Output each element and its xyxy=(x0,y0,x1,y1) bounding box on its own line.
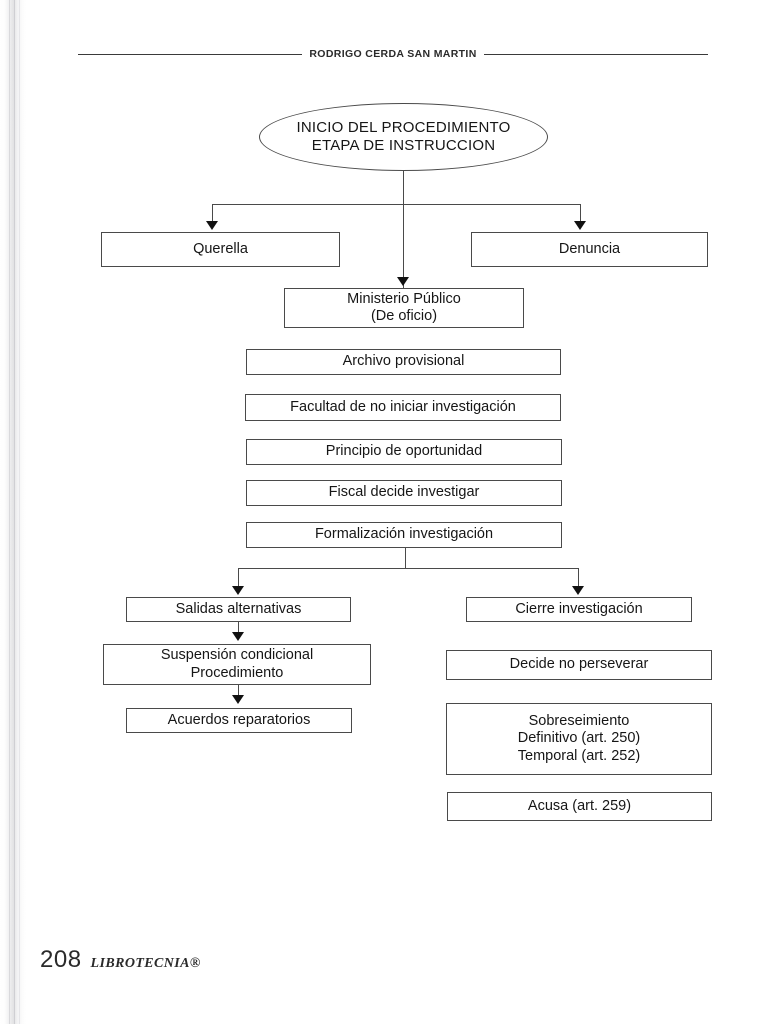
arrowhead-salidas-alternativas xyxy=(232,586,244,595)
arrowhead-acuerdos-reparatorios xyxy=(232,695,244,704)
flow-node-archivo-provisional: Archivo provisional xyxy=(246,349,561,375)
flow-node-acuerdos-reparatorios: Acuerdos reparatorios xyxy=(126,708,352,733)
scan-line xyxy=(9,0,10,1024)
connector-start-bar xyxy=(212,204,581,205)
flow-node-acusa: Acusa (art. 259) xyxy=(447,792,712,821)
publisher-imprint: LIBROTECNIA® xyxy=(90,956,201,971)
flow-node-facultad-no-iniciar: Facultad de no iniciar investigación xyxy=(245,394,561,421)
flow-node-decide-no-perseverar: Decide no perseverar xyxy=(446,650,712,680)
scan-line xyxy=(14,0,15,1024)
flow-node-principio-oportunidad: Principio de oportunidad xyxy=(246,439,562,465)
header-author-name: RODRIGO CERDA SAN MARTIN xyxy=(309,48,477,60)
arrowhead-cierre-investigacion xyxy=(572,586,584,595)
header-rule-right xyxy=(483,53,709,55)
scan-line xyxy=(19,0,20,1024)
connector-formalizacion-stem xyxy=(405,548,406,569)
flow-node-salidas-alternativas: Salidas alternativas xyxy=(126,597,351,622)
connector-second-bar xyxy=(238,568,579,569)
flow-node-cierre-investigacion: Cierre investigación xyxy=(466,597,692,622)
connector-to-cierre xyxy=(578,568,579,589)
flow-node-denuncia: Denuncia xyxy=(471,232,708,267)
connector-suspension-to-acuerdos xyxy=(238,685,239,698)
page-footer: 208 LIBROTECNIA® xyxy=(40,946,201,974)
arrowhead-denuncia xyxy=(574,221,586,230)
arrowhead-querella xyxy=(206,221,218,230)
flow-node-fiscal-decide-investigar: Fiscal decide investigar xyxy=(246,480,562,506)
flow-node-suspension-condicional: Suspensión condicional Procedimiento xyxy=(103,644,371,685)
flow-node-ministerio-publico: Ministerio Público (De oficio) xyxy=(284,288,524,328)
flow-node-formalizacion-investigacion: Formalización investigación xyxy=(246,522,562,548)
connector-to-querella xyxy=(212,204,213,224)
arrowhead-suspension-condicional xyxy=(232,632,244,641)
connector-to-denuncia xyxy=(580,204,581,224)
arrowhead-ministerio-publico xyxy=(397,277,409,286)
connector-start-stem xyxy=(403,171,404,288)
connector-salidas-to-suspension xyxy=(238,622,239,635)
header-rule-left xyxy=(78,53,303,55)
flow-node-start: INICIO DEL PROCEDIMIENTO ETAPA DE INSTRU… xyxy=(259,103,548,171)
running-head: RODRIGO CERDA SAN MARTIN xyxy=(78,44,709,64)
flow-node-querella: Querella xyxy=(101,232,340,267)
connector-to-salidas xyxy=(238,568,239,589)
scan-edge-artifact xyxy=(0,0,26,1024)
page-number: 208 xyxy=(40,946,82,973)
flow-node-sobreseimiento: Sobreseimiento Definitivo (art. 250) Tem… xyxy=(446,703,712,775)
